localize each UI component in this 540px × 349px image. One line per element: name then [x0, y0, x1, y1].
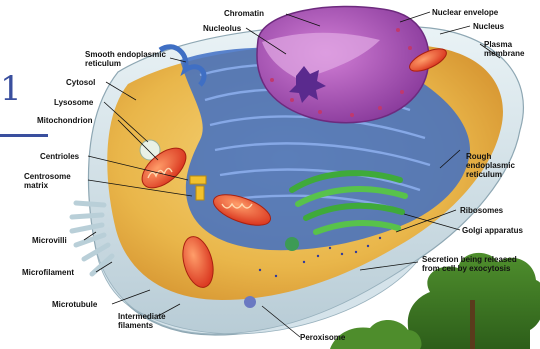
label-centrioles: Centrioles [40, 152, 79, 161]
label-plasma-membrane: Plasma membrane [484, 40, 538, 58]
label-centrosome-matrix: Centrosome matrix [24, 172, 84, 190]
peroxisome-shape [244, 296, 256, 308]
label-intermediate-filaments: Intermediate filaments [118, 312, 174, 330]
label-nucleus: Nucleus [473, 22, 504, 31]
label-secretion: Secretion being released from cell by ex… [422, 255, 536, 273]
label-smooth-er: Smooth endoplasmic reticulum [85, 50, 177, 68]
label-lysosome: Lysosome [54, 98, 93, 107]
label-peroxisome: Peroxisome [300, 333, 345, 342]
label-microtubule: Microtubule [52, 300, 97, 309]
nucleus-shape [257, 7, 429, 123]
slide-accent-bar [0, 134, 48, 137]
label-mitochondrion: Mitochondrion [37, 116, 93, 125]
label-chromatin: Chromatin [224, 9, 264, 18]
label-rough-er: Rough endoplasmic reticulum [466, 152, 538, 179]
label-ribosomes: Ribosomes [460, 206, 503, 215]
slide-number: 1 [0, 72, 22, 106]
label-microvilli: Microvilli [32, 236, 67, 245]
label-golgi-apparatus: Golgi apparatus [462, 226, 523, 235]
label-microfilament: Microfilament [22, 268, 74, 277]
label-nucleolus: Nucleolus [203, 24, 241, 33]
label-nuclear-envelope: Nuclear envelope [432, 8, 498, 17]
vesicle-shape [285, 237, 299, 251]
label-cytosol: Cytosol [66, 78, 95, 87]
